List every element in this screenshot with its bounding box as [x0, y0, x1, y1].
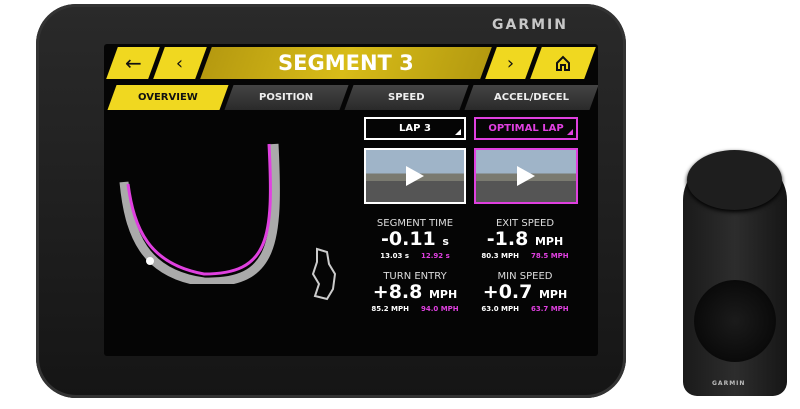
lap-video-thumbnail[interactable] [364, 148, 466, 204]
dropdown-icon [567, 129, 573, 135]
tab-position[interactable]: POSITION [224, 85, 349, 110]
tab-accel-decel[interactable]: ACCEL/DECEL [464, 85, 598, 110]
page-title: SEGMENT 3 [200, 47, 492, 79]
position-marker [146, 257, 154, 265]
chevron-left-icon: ‹ [176, 52, 184, 74]
next-button[interactable]: › [485, 47, 537, 79]
optimal-lap-selector[interactable]: OPTIMAL LAP [474, 117, 578, 140]
chevron-right-icon: › [507, 52, 515, 74]
lap-selector[interactable]: LAP 3 [364, 117, 466, 140]
camera-mount [687, 150, 782, 210]
screen: ← ‹ SEGMENT 3 › OVERVIEW POSITION SPEED … [104, 44, 598, 356]
camera-lens [694, 280, 776, 362]
tab-overview[interactable]: OVERVIEW [107, 85, 229, 110]
back-button[interactable]: ← [106, 47, 160, 79]
arrow-left-icon: ← [124, 51, 142, 75]
dropdown-icon [455, 129, 461, 135]
segment-track-map [119, 143, 280, 284]
full-track-icon [311, 247, 337, 301]
home-button[interactable] [530, 47, 596, 79]
camera-brand-logo: GARMIN [712, 380, 746, 387]
home-icon [556, 55, 570, 71]
tab-speed[interactable]: SPEED [344, 85, 469, 110]
play-icon [517, 166, 535, 186]
brand-logo: GARMIN [492, 17, 568, 33]
optimal-video-thumbnail[interactable] [474, 148, 578, 204]
previous-button[interactable]: ‹ [153, 47, 207, 79]
play-icon [406, 166, 424, 186]
